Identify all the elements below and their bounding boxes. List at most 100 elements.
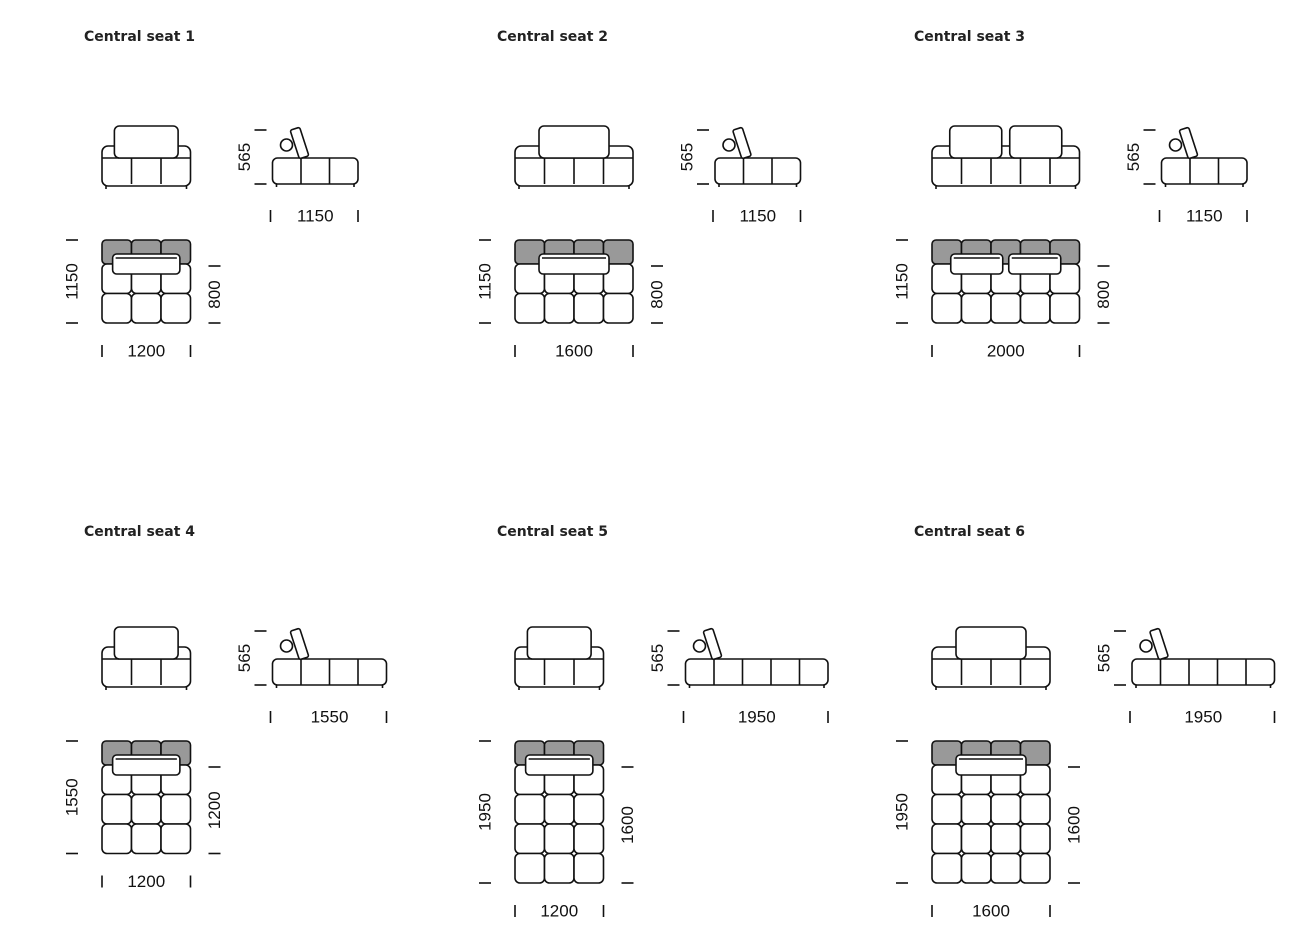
backrest: [1178, 126, 1199, 160]
height-dimension: 565: [235, 644, 254, 672]
seat-cushion: [101, 793, 133, 825]
module-title: Central seat 1: [84, 29, 195, 45]
plan-width-dimension: 1600: [972, 902, 1010, 921]
seat-depth-dimension: 1600: [1065, 806, 1084, 844]
height-dimension: 565: [1124, 143, 1143, 171]
seat-cushion: [1019, 292, 1051, 324]
seat-cushion: [160, 823, 192, 855]
bolster: [692, 639, 707, 653]
seat-depth-dimension: 800: [1094, 280, 1113, 308]
seat-cushion: [1019, 852, 1051, 884]
seat-cushion: [990, 793, 1022, 825]
back-pillow: [526, 626, 592, 660]
plan-depth-dimension: 1950: [476, 793, 495, 831]
side-width-dimension: 1150: [1186, 207, 1223, 226]
side-width-dimension: 1950: [738, 708, 776, 727]
sofa-side-body: [1160, 157, 1248, 185]
seat-cushion: [160, 292, 192, 324]
seat-cushion: [573, 793, 605, 825]
sofa-side-body: [271, 157, 359, 185]
seat-cushion: [130, 823, 162, 855]
seat-depth-dimension: 800: [205, 280, 224, 308]
module-title: Central seat 3: [914, 29, 1025, 45]
backrest: [1149, 627, 1169, 661]
back-pillow: [111, 253, 181, 275]
side-width-dimension: 1950: [1184, 708, 1222, 727]
seat-cushion: [514, 823, 546, 855]
seat-cushion: [573, 292, 605, 324]
module-1: Central seat 1 565 1150 1150 800 1200: [63, 29, 359, 361]
module-title: Central seat 5: [497, 524, 608, 540]
seat-cushion: [573, 823, 605, 855]
seat-cushion: [543, 793, 575, 825]
height-dimension: 565: [1095, 644, 1114, 672]
seat-cushion: [931, 823, 963, 855]
plan-width-dimension: 1200: [540, 902, 578, 921]
plan-width-dimension: 1200: [127, 342, 165, 361]
back-pillow: [1008, 125, 1063, 159]
seat-cushion: [960, 793, 992, 825]
seat-cushion: [543, 292, 575, 324]
back-pillow: [524, 754, 594, 776]
sofa-side-body: [684, 658, 829, 686]
seat-cushion: [514, 793, 546, 825]
plan-depth-dimension: 1150: [476, 263, 495, 300]
seat-cushion: [543, 823, 575, 855]
bolster: [279, 138, 294, 152]
back-pillow: [949, 253, 1004, 275]
seat-cushion: [602, 292, 634, 324]
bolster: [1139, 639, 1153, 653]
plan-depth-dimension: 1550: [63, 778, 82, 816]
plan-width-dimension: 1200: [127, 872, 165, 891]
back-pillow: [955, 626, 1027, 660]
sofa-side-body: [1131, 658, 1276, 686]
module-3: Central seat 3 565 1150 1150 800 2000: [893, 29, 1248, 361]
back-pillow: [948, 125, 1003, 159]
seat-cushion: [960, 852, 992, 884]
seat-cushion: [101, 292, 133, 324]
back-pillow: [955, 754, 1027, 776]
seat-cushion: [130, 292, 162, 324]
seat-cushion: [514, 852, 546, 884]
height-dimension: 565: [235, 143, 254, 171]
seat-cushion: [543, 852, 575, 884]
plan-depth-dimension: 1150: [893, 263, 912, 300]
seat-cushion: [990, 823, 1022, 855]
side-width-dimension: 1150: [297, 207, 334, 226]
height-dimension: 565: [678, 143, 697, 171]
backrest: [289, 627, 310, 661]
seat-depth-dimension: 1200: [205, 791, 224, 829]
seat-cushion: [960, 823, 992, 855]
seat-cushion: [1019, 793, 1051, 825]
seat-cushion: [990, 852, 1022, 884]
back-pillow: [538, 253, 610, 275]
seat-cushion: [101, 823, 133, 855]
module-5: Central seat 5 565 1950 1950 1600 1200: [476, 524, 829, 921]
side-width-dimension: 1550: [311, 708, 349, 727]
bolster: [279, 639, 294, 653]
seat-cushion: [990, 292, 1022, 324]
plan-width-dimension: 2000: [987, 342, 1025, 361]
module-title: Central seat 6: [914, 524, 1025, 540]
backrest: [289, 126, 310, 160]
plan-depth-dimension: 1950: [893, 793, 912, 831]
back-pillow: [538, 125, 610, 159]
back-pillow: [113, 125, 179, 159]
bolster: [722, 138, 736, 152]
seat-depth-dimension: 1600: [618, 806, 637, 844]
seat-cushion: [1019, 823, 1051, 855]
module-6: Central seat 6 565 1950 1950 1600 1600: [893, 524, 1276, 921]
height-dimension: 565: [648, 644, 667, 672]
seat-cushion: [130, 793, 162, 825]
seat-cushion: [514, 292, 546, 324]
module-title: Central seat 2: [497, 29, 608, 45]
plan-width-dimension: 1600: [555, 342, 593, 361]
bolster: [1168, 138, 1183, 152]
seat-cushion: [1049, 292, 1081, 324]
side-width-dimension: 1150: [739, 207, 776, 226]
seat-cushion: [160, 793, 192, 825]
seat-cushion: [960, 292, 992, 324]
plan-depth-dimension: 1150: [63, 263, 82, 300]
